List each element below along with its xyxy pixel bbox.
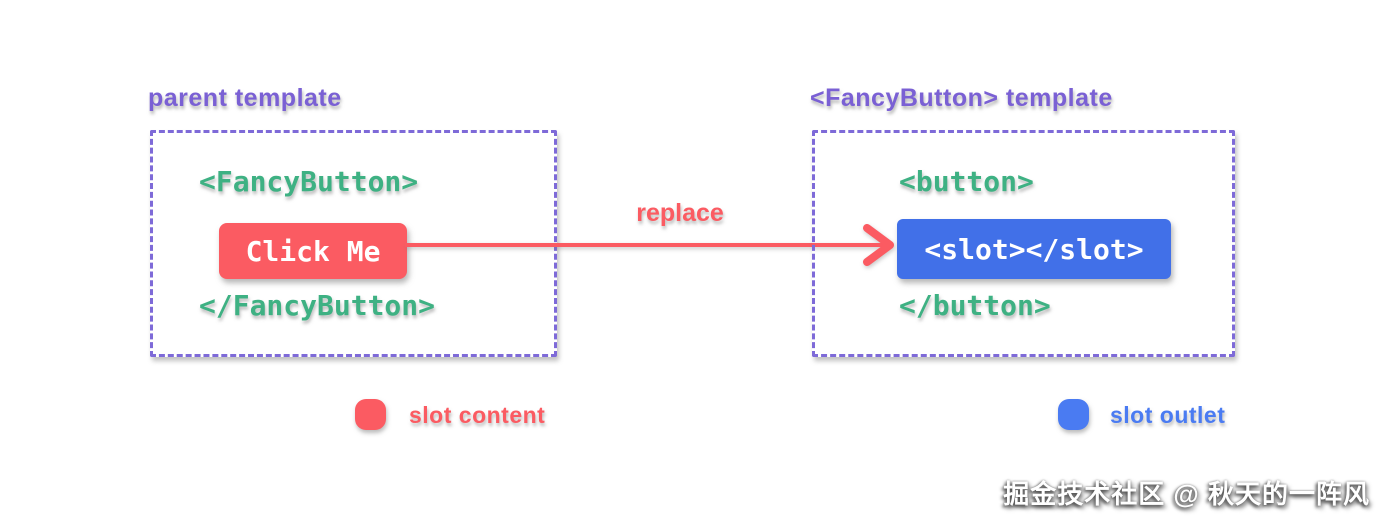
slot-content-swatch <box>355 399 386 430</box>
fancybutton-open-tag: <FancyButton> <box>199 165 419 198</box>
juejin-watermark: 掘金技术社区 @ 秋天的一阵风 <box>1003 479 1370 509</box>
slot-outlet-label: slot outlet <box>1110 402 1226 428</box>
fancybutton-close-tag: </FancyButton> <box>199 289 436 322</box>
replace-label: replace <box>636 199 724 227</box>
button-close-tag: </button> <box>899 289 1051 322</box>
replace-arrow <box>405 224 894 266</box>
fancybutton-template-title: <FancyButton> template <box>810 84 1113 112</box>
button-open-tag: <button> <box>899 165 1034 198</box>
parent-template-box: <FancyButton> Click Me </FancyButton> <box>150 130 557 357</box>
fancybutton-template-box: <button> <slot></slot> </button> <box>812 130 1235 357</box>
slot-content-label: slot content <box>409 402 546 428</box>
click-me-button: Click Me <box>219 223 407 279</box>
slot-outlet-swatch <box>1058 399 1089 430</box>
parent-template-title: parent template <box>148 84 342 112</box>
slot-outlet-box: <slot></slot> <box>897 219 1171 279</box>
